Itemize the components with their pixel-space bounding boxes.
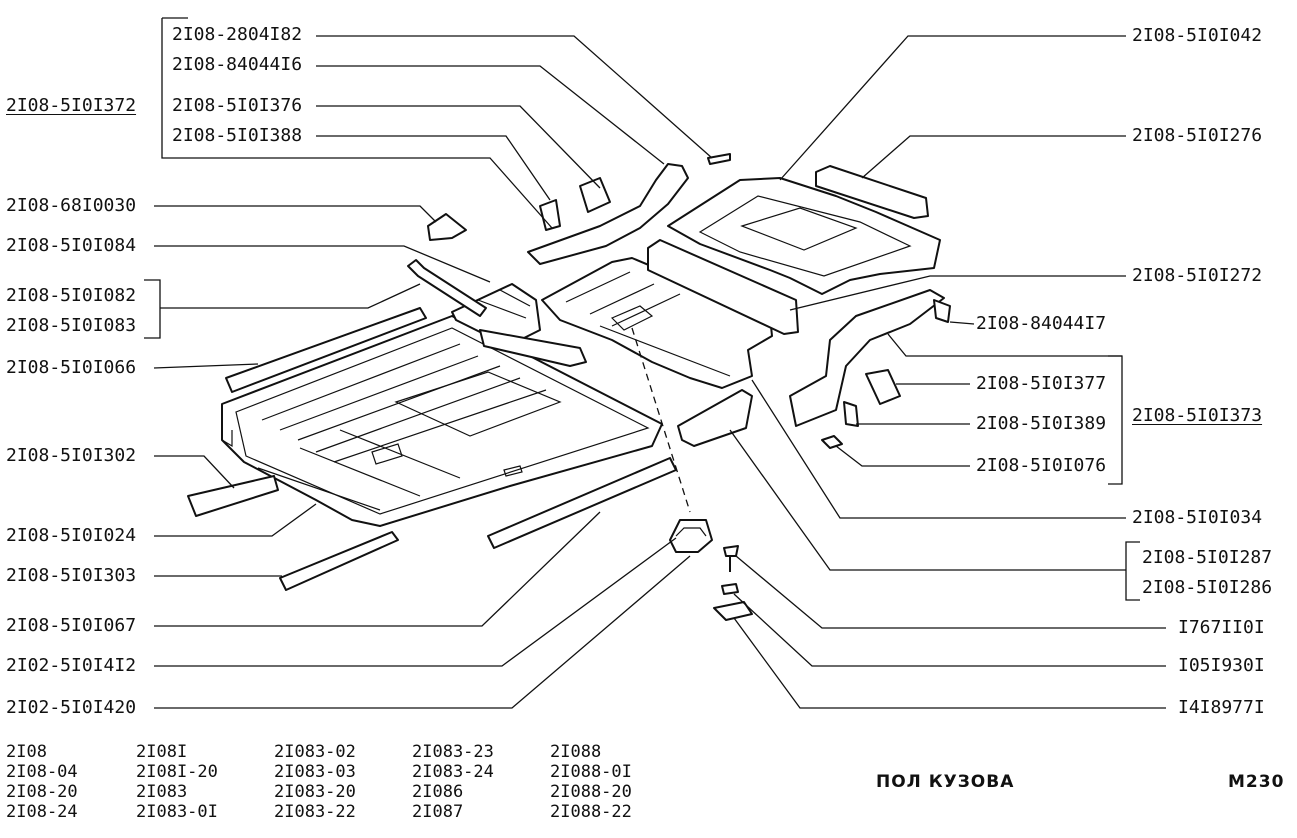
part-label-5101376: 2I08-5I0I376	[172, 95, 303, 116]
rear-cross-member-272	[647, 239, 799, 335]
strip-067	[487, 457, 677, 549]
part-label-5101084: 2I08-5I0I084	[6, 235, 137, 256]
model-code: 2I088-20	[550, 782, 632, 802]
model-code: 2I083-23	[412, 742, 494, 762]
part-label-5101412: 2I02-5I0I4I2	[6, 655, 137, 676]
left-rear-member	[427, 153, 731, 265]
floor-strip-066	[225, 307, 427, 393]
part-label-1418977: I4I8977I	[1178, 697, 1265, 718]
model-code: 2I08-24	[6, 802, 78, 822]
bolt	[723, 545, 739, 572]
model-code: 2I083	[136, 782, 188, 802]
leader-lines-right	[729, 35, 1166, 709]
washer	[721, 583, 739, 595]
model-code: 2I086	[412, 782, 464, 802]
part-label-8404416: 2I08-84044I6	[172, 54, 303, 75]
part-label-6810030: 2I08-68I0030	[6, 195, 137, 216]
model-code: 2I087	[412, 802, 464, 822]
part-label-5101066: 2I08-5I0I066	[6, 357, 137, 378]
model-code: 2I08I-20	[136, 762, 218, 782]
rear-strip-276	[815, 165, 929, 219]
part-label-5101302: 2I08-5I0I302	[6, 445, 137, 466]
sill-303	[279, 531, 399, 591]
front-floor-pan	[221, 315, 663, 527]
part-group-label-5101373: 2I08-5I0I373	[1132, 405, 1263, 426]
model-code: 2I08-04	[6, 762, 78, 782]
tunnel-rod	[407, 259, 487, 317]
model-code: 2I083-03	[274, 762, 356, 782]
part-group-label-5101372: 2I08-5I0I372	[6, 95, 137, 116]
sill-302	[187, 475, 279, 517]
part-label-2804182: 2I08-2804I82	[172, 24, 303, 45]
page-code: M230	[1228, 772, 1285, 792]
part-label-1051930: I05I930I	[1178, 655, 1265, 676]
model-code: 2I083-0I	[136, 802, 218, 822]
part-label-5101389: 2I08-5I0I389	[976, 413, 1107, 434]
alignment-dashed-line	[631, 327, 691, 513]
cross-member-034	[677, 389, 753, 447]
model-code: 2I083-02	[274, 742, 356, 762]
part-label-5101076: 2I08-5I0I076	[976, 455, 1107, 476]
model-code: 2I083-24	[412, 762, 494, 782]
part-label-5101420: 2I02-5I0I420	[6, 697, 137, 718]
model-code: 2I083-22	[274, 802, 356, 822]
part-label-5101082: 2I08-5I0I082	[6, 285, 137, 306]
leader-lines-left	[144, 17, 713, 709]
model-code: 2I088	[550, 742, 602, 762]
model-code: 2I088-22	[550, 802, 632, 822]
rear-floor-pan-042	[667, 177, 941, 295]
model-code: 2I08	[6, 742, 47, 762]
part-label-5101083: 2I08-5I0I083	[6, 315, 137, 336]
part-label-1767110: I767II0I	[1178, 617, 1265, 638]
model-code: 2I08I	[136, 742, 188, 762]
part-label-5101303: 2I08-5I0I303	[6, 565, 137, 586]
part-label-8404417: 2I08-84044I7	[976, 313, 1107, 334]
middle-floor-panel	[541, 257, 773, 389]
part-label-5101286: 2I08-5I0I286	[1142, 577, 1273, 598]
part-label-5101024: 2I08-5I0I024	[6, 525, 137, 546]
drain-plug	[669, 519, 713, 553]
front-cross-member	[451, 283, 587, 367]
model-code: 2I083-20	[274, 782, 356, 802]
bracket-plate	[713, 601, 753, 621]
model-code: 2I088-0I	[550, 762, 632, 782]
part-label-5101388: 2I08-5I0I388	[172, 125, 303, 146]
right-rear-member	[789, 289, 951, 449]
part-label-5101067: 2I08-5I0I067	[6, 615, 137, 636]
part-label-5101377: 2I08-5I0I377	[976, 373, 1107, 394]
part-label-5101272: 2I08-5I0I272	[1132, 265, 1263, 286]
model-code: 2I08-20	[6, 782, 78, 802]
part-label-5101276: 2I08-5I0I276	[1132, 125, 1263, 146]
part-label-5101042: 2I08-5I0I042	[1132, 25, 1263, 46]
diagram-title: ПОЛ КУЗОВА	[876, 772, 1015, 792]
part-label-5101034: 2I08-5I0I034	[1132, 507, 1263, 528]
part-label-5101287: 2I08-5I0I287	[1142, 547, 1273, 568]
